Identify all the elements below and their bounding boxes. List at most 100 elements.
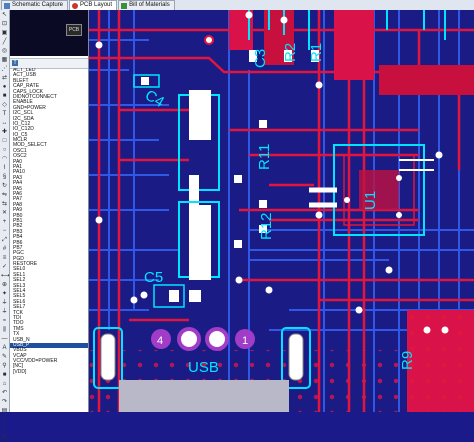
net-list-item[interactable]: VBUS <box>13 347 27 354</box>
net-list-item[interactable]: PA3 <box>13 174 23 181</box>
net-list-item[interactable]: CAP_RATE <box>13 83 40 90</box>
select-arrow-icon[interactable]: ↖ <box>1 12 8 18</box>
home-icon[interactable]: ⌂ <box>2 381 7 387</box>
path-icon[interactable]: ⌇ <box>3 165 6 171</box>
ic-u1-footprint[interactable] <box>309 144 434 236</box>
net-list-item[interactable]: PA1 <box>13 164 23 171</box>
bus-icon[interactable]: ⫼ <box>3 327 6 333</box>
net-list-item[interactable]: VCC/VDD=POWER <box>13 358 58 365</box>
settings-icon[interactable]: ⚙ <box>1 435 8 441</box>
net-list-item[interactable]: IO_C12D <box>13 126 34 133</box>
smt-pad-icon[interactable]: ■ <box>2 93 7 99</box>
net-list-item[interactable]: SEL5 <box>13 293 26 300</box>
net-list-item[interactable]: IO_C5 <box>13 131 28 138</box>
zoom-out-icon[interactable]: − <box>2 228 7 234</box>
net-list-item[interactable]: TX <box>13 331 20 338</box>
wire-icon[interactable]: — <box>1 336 8 342</box>
net-list-item[interactable]: PB1 <box>13 217 23 224</box>
net-list-item[interactable]: SEL6 <box>13 298 26 305</box>
net-list-item[interactable]: [NC] <box>13 363 23 370</box>
help-icon[interactable]: ? <box>2 426 7 432</box>
script-icon[interactable]: ✎ <box>1 354 8 360</box>
net-list-item[interactable]: PA0 <box>13 158 23 165</box>
zoom-all-icon[interactable]: ⤢ <box>2 237 7 243</box>
net-list-item[interactable]: ACT_USB <box>13 72 37 79</box>
net-list-item[interactable]: PB6 <box>13 239 23 246</box>
label-icon[interactable]: A <box>2 345 7 351</box>
tab-schematic-capture[interactable]: Schematic Capture <box>1 0 69 10</box>
net-list-item[interactable]: SEL3 <box>13 282 26 289</box>
net-list-item[interactable]: TDI <box>13 314 22 321</box>
layer-icon[interactable]: ≡ <box>2 255 7 261</box>
net-list-item[interactable]: MCLR <box>13 137 28 144</box>
circle-icon[interactable]: ○ <box>2 147 7 153</box>
box-icon[interactable]: □ <box>2 138 7 144</box>
net-list-item[interactable]: TDO <box>13 320 24 327</box>
undo-icon[interactable]: ↶ <box>1 390 8 396</box>
board-overview-thumbnail[interactable]: PCB <box>10 10 88 56</box>
net-list-item[interactable]: ACT_LED <box>13 68 36 73</box>
color-icon[interactable]: ◐ <box>2 417 7 423</box>
grid-icon[interactable]: # <box>2 246 7 252</box>
net-list-item[interactable]: IO_C12 <box>13 120 31 127</box>
net-list-item[interactable]: SEL1 <box>13 271 26 278</box>
mirror-icon[interactable]: ⇆ <box>1 201 8 207</box>
net-list-item[interactable]: BLEFT <box>13 77 29 84</box>
net-list-item[interactable]: PB7 <box>13 244 23 251</box>
net-list-item[interactable]: [VDD] <box>13 368 27 375</box>
net-list-item[interactable]: TMS <box>13 325 24 332</box>
symbol-icon[interactable]: § <box>2 174 7 180</box>
tab-bill-of-materials[interactable]: Bill of Materials <box>118 0 175 10</box>
net-list-item[interactable]: PGD <box>13 255 24 262</box>
net-list-item[interactable]: OSC2 <box>13 153 27 160</box>
net-list-item[interactable]: TCK <box>13 309 23 316</box>
flip-icon[interactable]: ⇋ <box>1 192 8 198</box>
component-icon[interactable]: ⊡ <box>1 21 8 27</box>
package-icon[interactable]: ▣ <box>1 30 8 36</box>
measure-icon[interactable]: ⟷ <box>1 273 10 279</box>
graphics-icon[interactable]: ◇ <box>2 102 7 108</box>
net-list-item[interactable]: PA6 <box>13 190 23 197</box>
net-list-item[interactable]: PA4 <box>13 180 23 187</box>
net-list-item[interactable]: VCAP <box>13 352 27 359</box>
ratsnest-icon[interactable]: ⋰ <box>1 66 8 72</box>
origin-icon[interactable]: ⊕ <box>1 282 8 288</box>
net-list-item[interactable]: PB4 <box>13 234 23 241</box>
net-list-item[interactable]: PB3 <box>13 228 23 235</box>
net-list-item[interactable]: SEL2 <box>13 277 26 284</box>
arc-icon[interactable]: ◠ <box>1 156 8 162</box>
connectivity-icon[interactable]: ⇄ <box>1 75 8 81</box>
zoom-in-icon[interactable]: + <box>2 219 7 225</box>
net-list-item[interactable]: I2C_SCL <box>13 110 34 117</box>
rotate-icon[interactable]: ↻ <box>1 183 8 189</box>
net-list-item[interactable]: RESTORE <box>13 261 38 268</box>
net-list-item[interactable]: OSC1 <box>13 147 27 154</box>
net-list-item[interactable]: PA8 <box>13 201 23 208</box>
net-list-item[interactable]: USB_N <box>13 336 30 343</box>
highlight-icon[interactable]: ✦ <box>1 291 8 297</box>
filter-icon[interactable]: T <box>12 60 18 66</box>
track-icon[interactable]: ╱ <box>2 39 7 45</box>
probe-icon[interactable]: ⚲ <box>2 363 7 369</box>
net-list-item[interactable]: PB0 <box>13 212 23 219</box>
net-list-item[interactable]: PGC <box>13 250 24 257</box>
ground-icon[interactable]: ⏚ <box>1 309 8 315</box>
electrolytic-cap-footprints[interactable] <box>133 74 220 308</box>
net-list-item[interactable]: PA7 <box>13 196 23 203</box>
save-icon[interactable]: ▤ <box>1 408 8 414</box>
tab-pcb-layout[interactable]: PCB Layout <box>69 0 118 10</box>
net-list-item[interactable]: SEL4 <box>13 288 26 295</box>
redo-icon[interactable]: ↷ <box>1 399 8 405</box>
usb-connector-footprint[interactable] <box>93 327 311 412</box>
pad-icon[interactable]: ● <box>2 84 7 90</box>
net-list-item[interactable]: CAPS_LOCK <box>13 88 44 95</box>
net-list-item[interactable]: SEL0 <box>13 266 26 273</box>
net-list-item[interactable]: I2C_SDA <box>13 115 34 122</box>
delete-icon[interactable]: ✕ <box>1 210 8 216</box>
pcb-editing-canvas[interactable]: C4 C5 C3 R2 R1 R11 R12 U1 R9 USB 4 1 <box>89 10 474 412</box>
net-list-item[interactable]: PB2 <box>13 223 23 230</box>
net-list-item[interactable]: USB_P <box>10 342 88 349</box>
net-list-item[interactable]: SEL7 <box>13 304 26 311</box>
power-icon[interactable]: ⏚ <box>1 300 8 306</box>
dimension-icon[interactable]: ↔ <box>1 120 8 126</box>
